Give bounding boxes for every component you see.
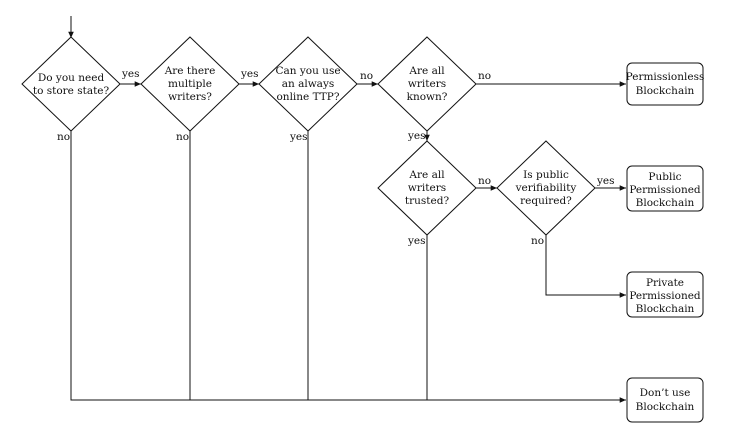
decision-public-verifiability-line-2: verifiability (515, 182, 577, 194)
decision-writers-known-line-3: known? (407, 91, 448, 103)
label-writers-known-yes: yes (407, 130, 426, 142)
edge-store-state-no (70, 131, 626, 403)
outcome-permissionless-line-1: Permissionless (626, 71, 705, 83)
decision-public-verifiability-line-1: Is public (523, 169, 569, 181)
decision-writers-trusted-line-1: Are all (408, 169, 445, 181)
decision-multiple-writers: Are there multiple writers? (140, 36, 240, 132)
outcome-dont-use-line-1: Don’t use (640, 387, 691, 399)
decision-online-ttp-line-2: an always (282, 78, 335, 90)
decision-public-verifiability-line-3: required? (520, 195, 572, 207)
outcome-private-permissioned-line-3: Blockchain (636, 303, 695, 315)
decision-multiple-writers-line-3: writers? (168, 91, 212, 103)
decision-store-state-line-1: Do you need (38, 72, 105, 84)
edge-labels: yes no yes no no yes no yes no yes yes n… (57, 68, 615, 247)
outcome-private-permissioned: Private Permissioned Blockchain (626, 271, 704, 318)
outcome-permissionless-line-2: Blockchain (636, 85, 695, 97)
outcome-public-permissioned-line-3: Blockchain (636, 197, 695, 209)
label-public-verifiability-yes: yes (596, 175, 615, 187)
label-online-ttp-yes: yes (289, 131, 308, 143)
decision-writers-trusted-line-3: trusted? (405, 195, 450, 207)
decision-store-state-line-2: to store state? (33, 85, 110, 97)
connectors (68, 16, 626, 403)
outcome-private-permissioned-line-1: Private (646, 277, 684, 289)
label-public-verifiability-no: no (531, 235, 544, 247)
decision-store-state: Do you need to store state? (21, 36, 121, 132)
label-writers-known-no: no (478, 70, 491, 82)
label-online-ttp-no: no (360, 70, 373, 82)
label-multiple-writers-no: no (176, 131, 189, 143)
outcome-public-permissioned: Public Permissioned Blockchain (626, 165, 704, 212)
label-multiple-writers-yes: yes (240, 68, 259, 80)
outcome-dont-use-line-2: Blockchain (636, 401, 695, 413)
decision-multiple-writers-line-1: Are there (164, 65, 216, 77)
edge-public-verifiability-no (545, 235, 626, 298)
decision-online-ttp-line-3: online TTP? (276, 91, 339, 103)
outcome-permissionless: Permissionless Blockchain (626, 62, 705, 106)
decision-writers-known-line-1: Are all (408, 65, 445, 77)
label-store-state-yes: yes (121, 68, 140, 80)
decision-writers-trusted: Are all writers trusted? (377, 140, 477, 236)
outcome-public-permissioned-line-1: Public (648, 171, 681, 183)
label-writers-trusted-no: no (478, 175, 491, 187)
label-writers-trusted-yes: yes (407, 235, 426, 247)
outcome-dont-use: Don’t use Blockchain (626, 377, 704, 423)
decision-multiple-writers-line-2: multiple (168, 78, 212, 90)
outcome-private-permissioned-line-2: Permissioned (629, 290, 701, 302)
label-store-state-no: no (57, 131, 70, 143)
decision-online-ttp: Can you use an always online TTP? (258, 36, 358, 132)
outcome-public-permissioned-line-2: Permissioned (629, 184, 701, 196)
decision-writers-known: Are all writers known? (377, 36, 477, 132)
decision-writers-trusted-line-2: writers (408, 182, 446, 194)
decision-writers-known-line-2: writers (408, 78, 446, 90)
decision-online-ttp-line-1: Can you use (275, 65, 340, 77)
decision-public-verifiability: Is public verifiability required? (496, 140, 596, 236)
